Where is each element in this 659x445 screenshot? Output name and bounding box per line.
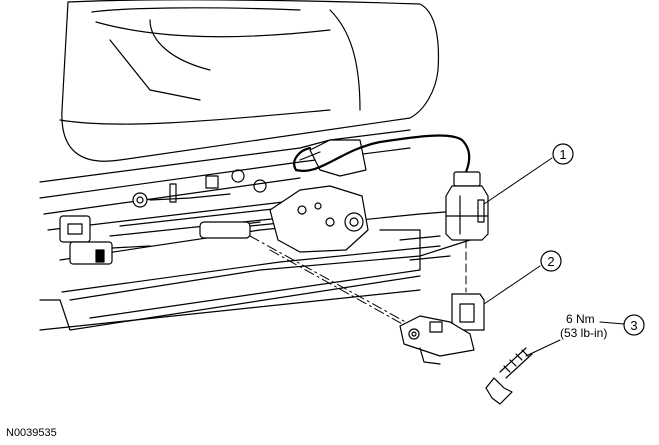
callout-circles: [540, 143, 645, 336]
torque-spec-imperial: (53 lb-in): [560, 326, 608, 340]
callout-number-3: 3: [630, 318, 637, 333]
harness-connector: [445, 171, 489, 241]
sensor-bracket-plate: [269, 139, 369, 253]
callout-circle-3: [623, 314, 645, 336]
figure-id: N0039535: [6, 427, 57, 439]
seat-cushion: [59, 0, 440, 162]
seat-mechanism: [59, 169, 301, 265]
callout-circle-2: [540, 250, 562, 272]
callout-number-1: 1: [559, 147, 566, 162]
callout-circle-1: [552, 143, 574, 165]
torque-spec-metric: 6 Nm: [566, 312, 595, 326]
wiring-harness: [293, 134, 471, 174]
callout-leaders: [483, 157, 625, 357]
mounting-bolt: [485, 347, 533, 405]
callout-number-2: 2: [547, 254, 554, 269]
seat-position-sensor: [399, 293, 485, 365]
